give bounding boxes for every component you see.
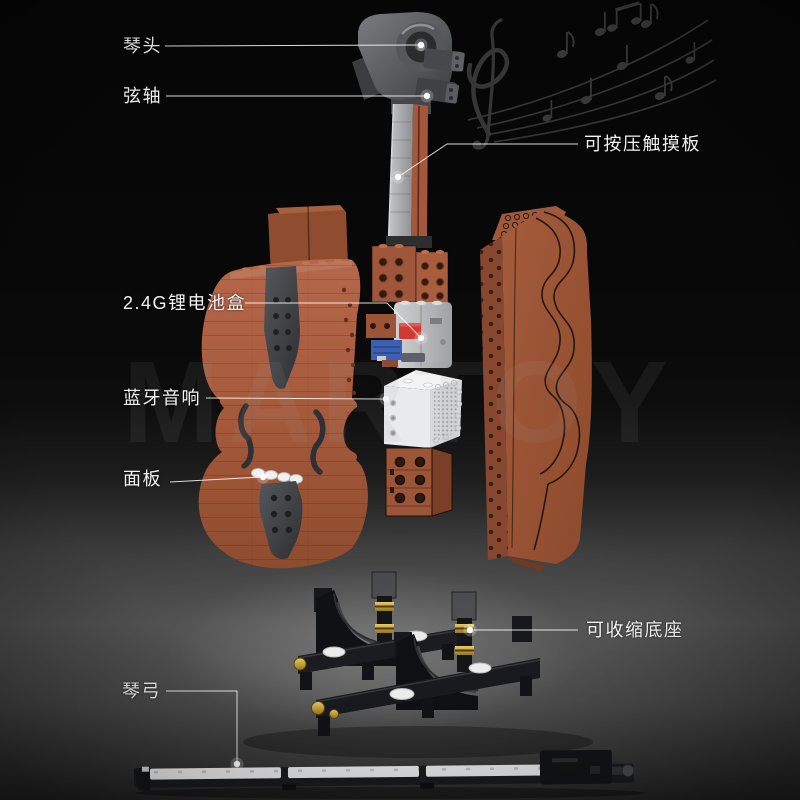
retractable-base bbox=[293, 571, 541, 736]
f-holes bbox=[238, 403, 326, 475]
bow-hair bbox=[425, 764, 562, 777]
bow-shadow bbox=[135, 787, 645, 799]
callout-tuning-pegs: 弦轴 bbox=[123, 86, 162, 106]
neck-heel-blocks bbox=[371, 244, 449, 305]
bow-hair bbox=[287, 765, 419, 779]
music-notes-decoration bbox=[466, 1, 717, 150]
back-panel-outline bbox=[511, 211, 581, 551]
callout-speaker: 蓝牙音响 bbox=[123, 388, 201, 408]
front-panel-assembly bbox=[198, 205, 368, 569]
back-panel-assembly bbox=[480, 206, 592, 572]
callout-touchpad: 可按压触摸板 bbox=[584, 134, 701, 154]
lower-neck-block bbox=[385, 447, 453, 517]
treble-clef-icon bbox=[466, 18, 510, 150]
base-shadow bbox=[243, 726, 593, 758]
callout-battery-box: 2.4G锂电池盒 bbox=[123, 293, 247, 313]
bow-hair bbox=[149, 767, 282, 780]
gold-knob bbox=[311, 701, 325, 715]
callout-lines bbox=[164, 44, 578, 761]
battery-blue-connector bbox=[371, 340, 402, 360]
callout-dots bbox=[230, 38, 477, 771]
violin-scroll bbox=[352, 12, 465, 114]
callout-scroll: 琴头 bbox=[123, 36, 162, 56]
music-note-icon bbox=[542, 1, 696, 122]
bow-frog bbox=[539, 749, 613, 785]
bow-knob bbox=[621, 764, 635, 778]
battery-box bbox=[366, 300, 452, 368]
gold-knob bbox=[293, 657, 307, 671]
callout-base: 可收缩底座 bbox=[586, 620, 684, 640]
tailpiece bbox=[259, 481, 303, 559]
battery-red-lever bbox=[399, 323, 421, 339]
panel-fingerboard bbox=[264, 266, 300, 389]
speaker-grille bbox=[434, 384, 458, 442]
rib-stud-band bbox=[480, 236, 508, 560]
bluetooth-speaker bbox=[384, 370, 463, 448]
violin-bow bbox=[133, 749, 635, 792]
callout-front-panel: 面板 bbox=[123, 469, 162, 489]
callout-bow: 琴弓 bbox=[122, 681, 161, 701]
